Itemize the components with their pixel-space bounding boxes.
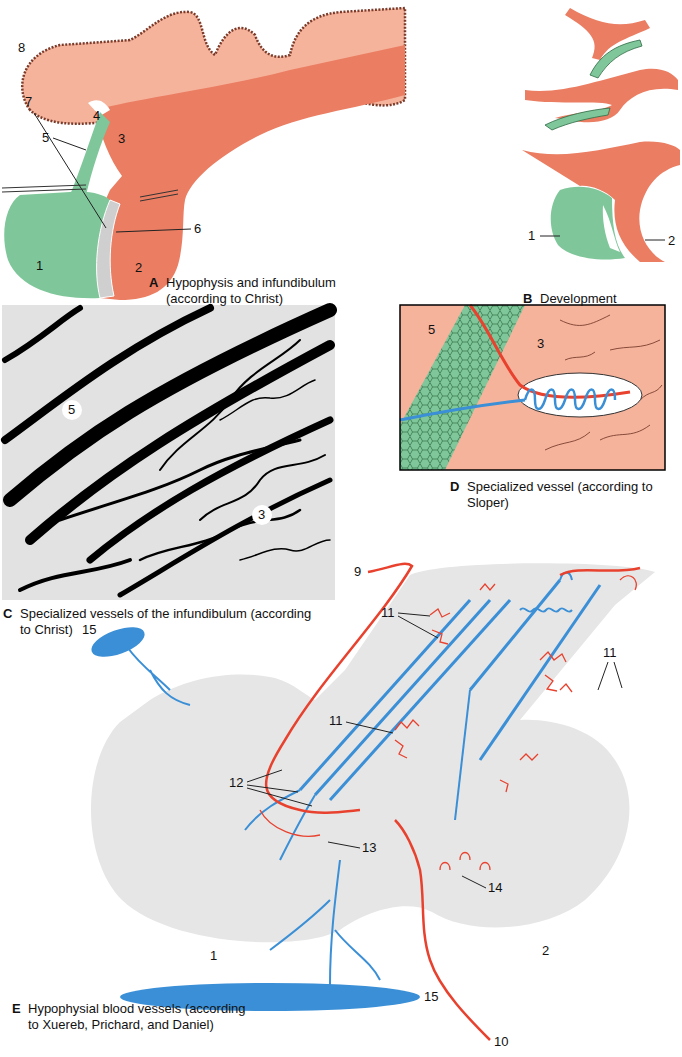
callout-number: 3 (537, 336, 544, 352)
callout-number: 3 (258, 507, 265, 523)
callout-number: 5 (428, 322, 435, 338)
callout-number: 4 (93, 108, 100, 124)
callout-number: 2 (135, 260, 142, 276)
callout-number: 1 (528, 228, 535, 244)
panel-letter: D (450, 479, 459, 495)
callout-number: 15 (424, 989, 438, 1005)
callout-number: 5 (68, 402, 75, 418)
callout-number: 2 (668, 233, 675, 249)
callout-number: 1 (210, 948, 217, 964)
panel-letter: A (149, 275, 158, 291)
callout-number: 1 (36, 258, 43, 274)
callout-number: Development (540, 291, 617, 307)
callout-number: 11 (329, 713, 343, 729)
callout-number: 6 (194, 221, 201, 237)
panel-caption: Hypophysial blood vessels (according to … (28, 1001, 248, 1033)
callout-number: 2 (542, 943, 549, 959)
callout-number: 13 (362, 840, 376, 856)
callout-number: 10 (494, 1034, 508, 1050)
panel-caption: Specialized vessel (according to Sloper) (467, 479, 657, 511)
callout-number: 12 (229, 775, 243, 791)
panel-letter: C (3, 606, 12, 622)
callout-number: 7 (25, 94, 32, 110)
callout-number: 14 (488, 880, 502, 896)
callout-number: 11 (381, 605, 395, 621)
callout-number: 5 (42, 130, 49, 146)
panel-letter: E (12, 1001, 21, 1017)
callout-number: 9 (354, 564, 361, 580)
panel-caption: Hypophysis and infundibulum (according t… (166, 275, 356, 307)
callout-number: 11 (603, 645, 617, 661)
callout-number: 15 (82, 622, 96, 638)
panel-caption: Specialized vessels of the infundibulum … (20, 606, 320, 638)
callout-number: 8 (18, 40, 25, 56)
callout-number: 3 (118, 131, 125, 147)
panel-letter: B (523, 291, 532, 307)
